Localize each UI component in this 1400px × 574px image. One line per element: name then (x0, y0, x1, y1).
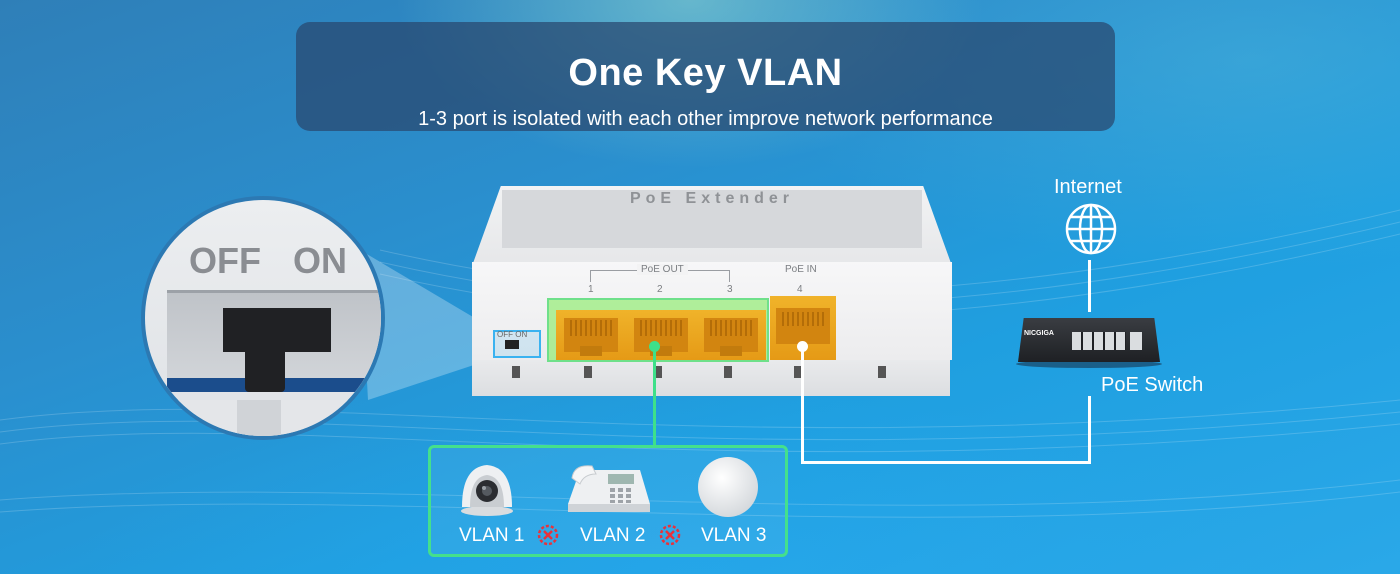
uplink-line (801, 461, 1091, 464)
switch-brand: NICGIGA (1024, 330, 1054, 337)
base-tab (512, 366, 520, 378)
uplink-line (1088, 396, 1091, 464)
switch-uplink-port (1130, 332, 1142, 350)
zoom-on-label: ON (293, 240, 347, 281)
vlan-2-label: VLAN 2 (580, 525, 646, 546)
device-top-panel (502, 190, 922, 248)
vlan-link-dot (649, 341, 660, 352)
poe-switch-device: NICGIGA (1018, 318, 1160, 362)
page-title: One Key VLAN (568, 52, 843, 94)
switch-knob-small (505, 340, 519, 349)
poe-in-label: PoE IN (785, 264, 817, 275)
internet-label: Internet (1054, 176, 1122, 198)
device-brand: PoE Extender (629, 190, 795, 207)
port-number-3: 3 (727, 284, 733, 295)
internet-line (1088, 260, 1091, 312)
device-top: PoE Extender (472, 186, 952, 266)
isolation-x-icon (537, 524, 559, 546)
rj45-port-1 (556, 310, 626, 360)
base-tab (724, 366, 732, 378)
globe-icon (1065, 203, 1117, 255)
base-tab (878, 366, 886, 378)
switch-text: OFF ON (497, 330, 528, 339)
port-number-4: 4 (797, 284, 803, 295)
port-number-1: 1 (588, 284, 594, 295)
isolation-x-icon (659, 524, 681, 546)
vlan-link-line (653, 346, 656, 446)
page-subtitle: 1-3 port is isolated with each other imp… (418, 108, 993, 130)
switch-lever (245, 320, 285, 392)
base-tab (654, 366, 662, 378)
vlan-3-label: VLAN 3 (701, 525, 767, 546)
port-number-2: 2 (657, 284, 663, 295)
access-point-icon (698, 457, 758, 517)
poe-out-label: PoE OUT (637, 264, 688, 275)
switch-ports (1072, 332, 1126, 350)
desk-phone-icon (568, 465, 650, 512)
switch-shadow (1016, 360, 1162, 368)
device-base (472, 360, 950, 396)
poe-switch-label: PoE Switch (1101, 374, 1204, 396)
switch-leg (237, 400, 281, 436)
uplink-dot (797, 341, 808, 352)
vlan-1-label: VLAN 1 (459, 525, 525, 546)
zoom-off-label: OFF (189, 240, 261, 281)
base-tab (584, 366, 592, 378)
dip-switch-zoom: OFF ON (141, 196, 385, 440)
dome-camera-icon (461, 465, 513, 516)
vlan-dip-switch: OFF ON (493, 330, 541, 358)
rj45-port-3 (696, 310, 766, 360)
header-banner: One Key VLAN 1-3 port is isolated with e… (296, 22, 1115, 131)
uplink-line (801, 346, 804, 464)
rj45-port-2 (626, 310, 696, 360)
base-tab (794, 366, 802, 378)
